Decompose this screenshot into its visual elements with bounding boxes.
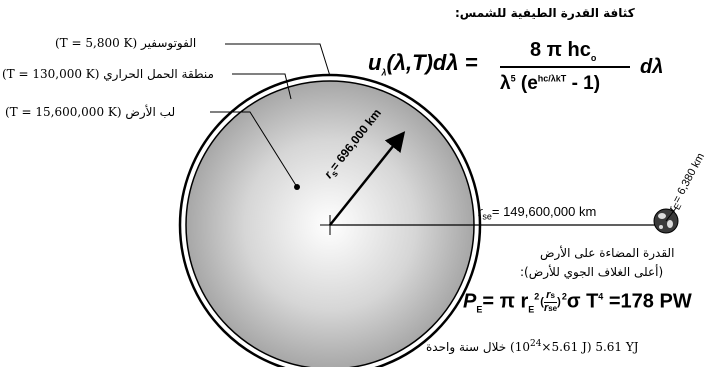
power-eq-frac-den-sub: se [548,303,558,313]
annual-energy-line: خلال سنة واحدة (5.61×1024 J) 5.61 YJ [426,340,639,354]
power-eq-tail: σ T [566,290,599,313]
annual-energy-joules: (5.61×1024 J) [510,340,592,354]
distance-value: = 149,600,000 km [491,204,597,219]
planck-denominator-close: - 1) [566,73,601,94]
convection-leader [232,73,292,100]
annual-joules-unit: J) [578,340,592,354]
power-eq-frac-den: r [543,301,549,314]
layer-photosphere-temp: (T = 5,800 K) [55,36,138,50]
power-eq-r-sub: E [528,304,535,315]
power-eq-lhs: P [463,290,477,313]
power-eq-sq: 2 [534,291,540,302]
annual-joules-exp: 24 [529,339,542,349]
planck-u: u [368,50,382,75]
annual-energy-yj: 5.61 YJ [595,340,639,354]
layer-core-temp: (T = 15,600,000 K) [5,105,122,119]
power-eq-pow4: 4 [598,291,604,302]
distance-label: rse= 149,600,000 km [478,205,596,222]
photosphere-leader [225,43,331,77]
planck-numerator-sub: o [590,53,597,63]
power-eq-result: =178 PW [603,290,692,313]
planck-denominator-pow: 5 [510,73,516,84]
incident-power-label-2: (أعلى الغلاف الجوي للأرض): [520,265,664,279]
annual-energy-text: خلال سنة واحدة [426,340,507,354]
planck-numerator-text: 8 π hc [530,39,591,61]
earth-radius-line [665,207,677,222]
layer-convection-temp: (T = 130,000 K) [2,67,100,81]
planck-denominator: λ5 (ehc/λkT - 1) [500,74,600,93]
planck-fraction-bar [500,66,630,68]
layer-photosphere-label: (T = 5,800 K) الفوتوسفير [55,37,196,49]
layer-core-label: (T = 15,600,000 K) لب الأرض [5,106,175,118]
core-leader [210,111,298,188]
power-eq-frac-num-sub: s [550,291,555,300]
planck-numerator: 8 π hco [530,40,596,63]
incident-power-label-1: القدرة المضاءة على الأرض [540,246,675,260]
spectral-density-title: كثافة القدرة الطيفية للشمس: [455,6,635,20]
earth-continents [658,213,673,229]
planck-dlambda: dλ [640,56,664,78]
power-eq-frac-sq: 2 [561,291,567,302]
sun-radius-arrow [329,131,406,226]
planck-denominator-base: λ [500,73,511,94]
annual-joules-base: (5.61×10 [510,340,579,354]
planck-denominator-exp: hc/λkT [537,73,567,84]
power-eq-frac-num: r [546,289,551,301]
layer-convection-name: منطقة الحمل الحراري [103,67,214,81]
planck-denominator-open: (e [515,73,538,94]
layer-convection-label: (T = 130,000 K) منطقة الحمل الحراري [2,68,214,80]
layer-photosphere-name: الفوتوسفير [141,36,197,50]
distance-sym: r [478,204,483,219]
layer-core-name: لب الأرض [125,105,176,119]
planck-u-sub: λ [381,67,387,78]
sun-center-mark [320,215,340,235]
planck-lhs: uλ(λ,T)dλ = [368,52,478,77]
distance-sub: se [482,211,492,222]
power-eq-lhs-sub: E [476,304,483,315]
power-eq-mid: = π r [482,290,529,313]
planck-args: (λ,T)dλ = [386,50,478,75]
